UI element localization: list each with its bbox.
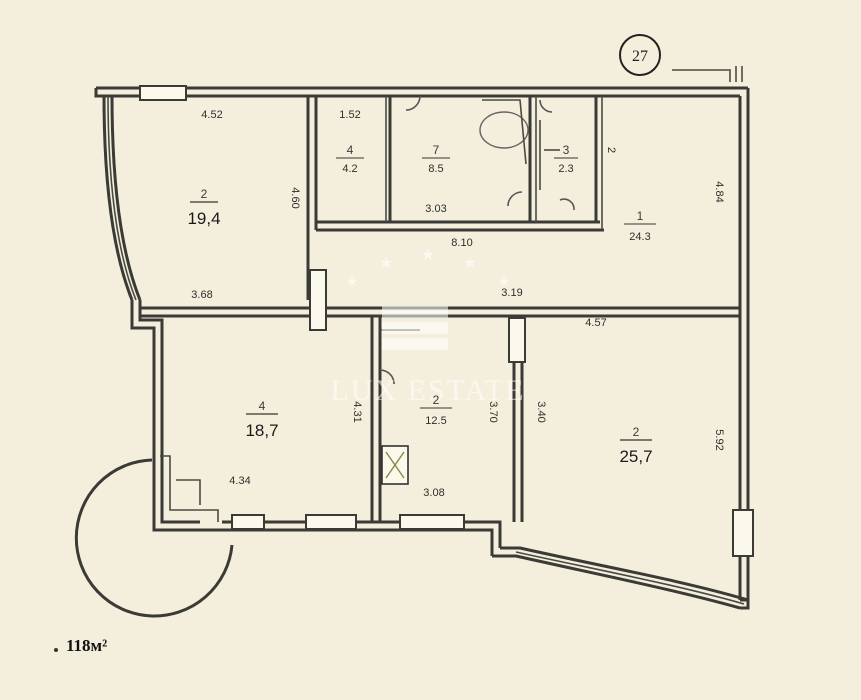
room-number: 3 [563, 143, 570, 157]
room-area: 2.3 [558, 163, 573, 175]
dim-bottom-right-height: 5.92 [713, 429, 725, 450]
room-area: 18,7 [245, 421, 278, 440]
room-area: 12.5 [425, 415, 446, 427]
dim-bottom-left-height: 4.31 [351, 401, 363, 422]
dim-closet-width: 1.52 [339, 109, 360, 121]
balcony-marker-top [672, 66, 743, 82]
plan-number-stamp: 27 [619, 34, 661, 76]
svg-text:★: ★ [379, 255, 393, 272]
room-number: 4 [259, 399, 266, 413]
room-area: 24.3 [629, 231, 650, 243]
room-area: 19,4 [187, 209, 220, 228]
dim-top-left-height: 4.60 [289, 187, 301, 208]
dim-bottom-left-width: 4.34 [229, 475, 250, 487]
dim-hall-bottom: 3.19 [501, 287, 522, 299]
room-label-bottom-right: 2 25,7 [619, 425, 652, 466]
dim-bath-bottom: 3.03 [425, 203, 446, 215]
room-label-wc: 3 2.3 [554, 143, 578, 175]
svg-text:★: ★ [463, 255, 477, 272]
room-label-bottom-left: 4 18,7 [245, 399, 278, 440]
room-number: 4 [347, 143, 354, 157]
room-label-top-left: 2 19,4 [187, 187, 220, 228]
room-label-closet: 4 4.2 [336, 143, 364, 175]
dim-bottom-right-width: 4.57 [585, 317, 606, 329]
watermark: ★ ★ ★ ★ ★ LUX ESTATE [330, 247, 525, 407]
dim-wc-side: 2 [605, 147, 617, 153]
room-number: 2 [433, 393, 440, 407]
dim-hall-mid: 8.10 [451, 237, 472, 249]
plan-number: 27 [632, 48, 648, 65]
room-label-kitchen: 2 12.5 [420, 393, 452, 427]
svg-text:★: ★ [421, 247, 435, 264]
balcony-bottom-left [74, 455, 234, 618]
room-area: 4.2 [342, 163, 357, 175]
dimension-labels: 4.52 1.52 4.60 3.68 3.03 8.10 3.19 4.84 … [191, 109, 725, 499]
svg-text:★: ★ [346, 273, 359, 289]
room-number: 7 [433, 143, 440, 157]
watermark-text: LUX ESTATE [330, 374, 525, 407]
room-number: 2 [201, 187, 208, 201]
room-number: 2 [633, 425, 640, 439]
dim-hall-right-height: 4.84 [713, 181, 725, 202]
dim-kitchen-bottom: 3.08 [423, 487, 444, 499]
dim-top-left-bottom: 3.68 [191, 289, 212, 301]
room-number: 1 [637, 209, 644, 223]
dim-kitchen-side-b: 3.70 [487, 401, 499, 422]
room-label-hall: 1 24.3 [624, 209, 656, 243]
svg-text:★: ★ [498, 273, 511, 289]
room-area: 8.5 [428, 163, 443, 175]
room-area: 25,7 [619, 447, 652, 466]
dim-kitchen-side: 3.40 [535, 401, 547, 422]
dim-top-left-width: 4.52 [201, 109, 222, 121]
room-label-bath: 7 8.5 [422, 143, 450, 175]
outer-walls [94, 85, 754, 610]
total-area: 118м² [66, 636, 107, 655]
interior-walls [140, 95, 740, 522]
